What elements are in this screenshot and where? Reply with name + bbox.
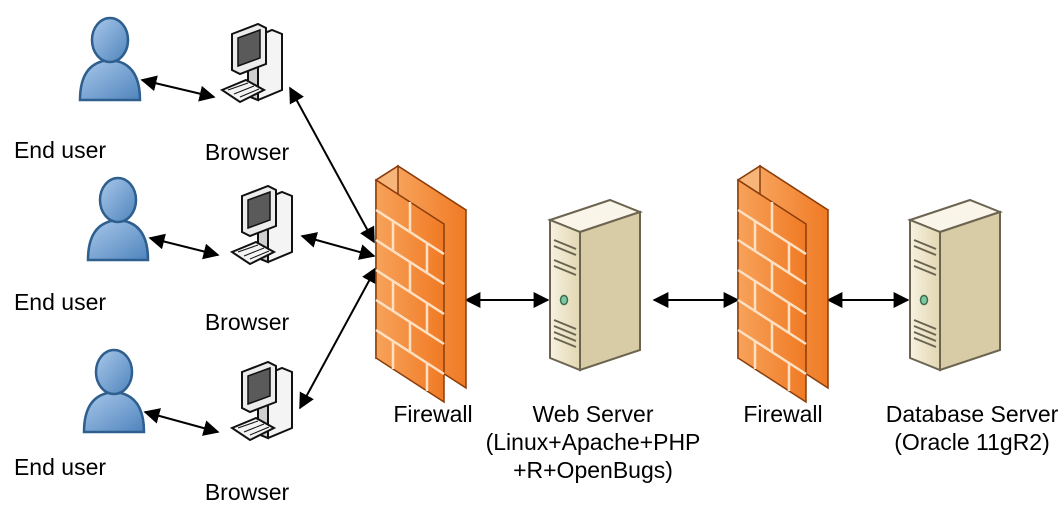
browser-label-2: Browser [204, 309, 290, 335]
browser-computer-icon-3 [231, 361, 293, 441]
end-user-label-1: End user [13, 137, 107, 163]
end-user-icon-1 [78, 16, 142, 102]
database-server-icon [909, 199, 1001, 371]
arrow-browser1-firewall [289, 86, 375, 244]
web-server-subtitle-2: +R+OpenBugs) [513, 457, 673, 483]
firewall-label-1: Firewall [393, 401, 473, 427]
connector-arrows [140, 75, 910, 436]
firewall-icon-1 [374, 164, 468, 404]
web-server-subtitle-1: (Linux+Apache+PHP [485, 429, 701, 455]
db-server-title: Database Server [885, 401, 1059, 427]
db-server-subtitle-1: (Oracle 11gR2) [894, 429, 1050, 455]
arrow-browser3-firewall [299, 266, 377, 410]
arrow-user1-browser1 [140, 75, 216, 102]
firewall-label-2: Firewall [743, 401, 823, 427]
firewall-icon-2 [736, 164, 830, 404]
web-server-label-block: Web Server (Linux+Apache+PHP +R+OpenBugs… [486, 400, 701, 484]
arrow-user3-browser3 [143, 408, 220, 436]
browser-label-1: Browser [204, 139, 290, 165]
arrow-browser2-firewall [300, 232, 376, 260]
web-server-title: Web Server [532, 401, 654, 427]
end-user-label-3: End user [13, 454, 107, 480]
end-user-icon-2 [86, 176, 150, 262]
db-server-label-block: Database Server (Oracle 11gR2) [886, 400, 1059, 456]
web-server-icon [549, 199, 641, 371]
browser-computer-icon-1 [221, 23, 283, 103]
end-user-label-2: End user [13, 289, 107, 315]
browser-label-3: Browser [204, 479, 290, 505]
browser-computer-icon-2 [231, 185, 293, 265]
arrow-user2-browser2 [148, 233, 220, 260]
end-user-icon-3 [82, 348, 146, 434]
